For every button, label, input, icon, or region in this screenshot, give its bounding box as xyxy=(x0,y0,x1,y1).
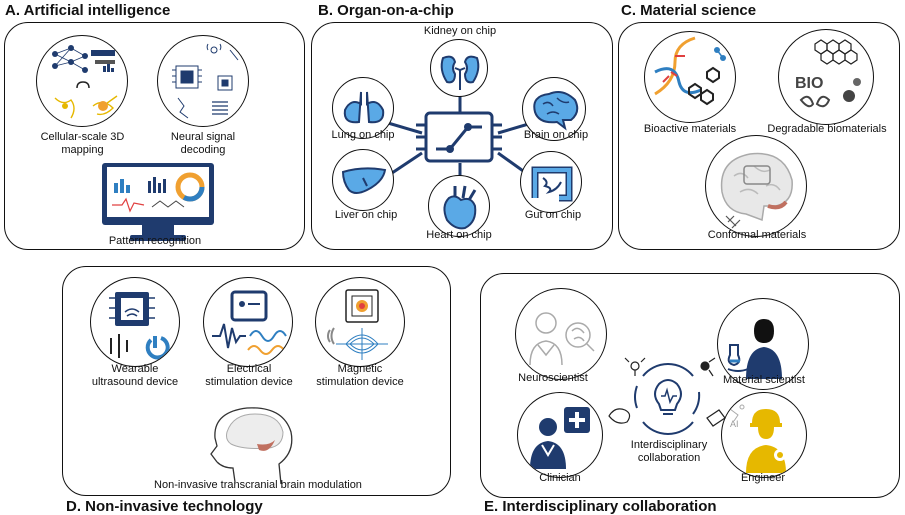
engineer-icon: AI xyxy=(729,404,786,473)
neuroscientist-icon xyxy=(529,312,595,366)
electrical-circle xyxy=(203,277,293,367)
neural-network-icon xyxy=(52,45,118,119)
panel-d-title: D. Non-invasive technology xyxy=(66,498,263,515)
conformal-circle xyxy=(705,135,807,237)
brain-conformal-icon xyxy=(720,152,793,229)
panel-e-title: E. Interdisciplinary collaboration xyxy=(484,498,717,515)
panel-c: Bioactive materials BIO Degradable bioma… xyxy=(618,22,900,250)
cellular-mapping-circle xyxy=(36,35,128,127)
material-scientist-circle xyxy=(717,298,809,390)
panel-c-title: C. Material science xyxy=(621,2,757,19)
clinician-icon xyxy=(530,407,590,469)
panel-b-title: B. Organ-on-a-chip xyxy=(318,2,454,19)
head-brain-icon xyxy=(203,402,313,487)
ultrasound-circle xyxy=(90,277,180,367)
panel-a-title: A. Artificial intelligence xyxy=(5,2,171,19)
transcranial-label: Non-invasive transcranial brain modulati… xyxy=(154,479,362,491)
clinician-label: Clinician xyxy=(539,472,581,484)
heart-label: Heart on chip xyxy=(426,229,492,241)
kidney-icon xyxy=(440,55,480,90)
electrical-stim-icon xyxy=(212,290,287,355)
gut-label: Gut on chip xyxy=(524,209,582,221)
brain-icon xyxy=(533,91,579,131)
pattern-recognition-label: Pattern recognition xyxy=(108,235,202,247)
magnetic-circle xyxy=(315,277,405,367)
heart-icon xyxy=(443,185,477,230)
conformal-label: Conformal materials xyxy=(707,229,807,241)
dna-molecule-icon xyxy=(654,36,726,106)
material-scientist-icon xyxy=(727,319,782,379)
panel-b: Kidney on chip Lung on chip Brain on chi… xyxy=(311,22,613,250)
panel-e: Neuroscientist Material scientist Clinic… xyxy=(480,273,900,498)
magnetic-stim-icon xyxy=(327,289,388,360)
lung-label: Lung on chip xyxy=(331,129,395,141)
lung-circle xyxy=(332,77,394,139)
engineer-circle: AI xyxy=(721,392,807,478)
brain-label: Brain on chip xyxy=(523,129,589,141)
material-scientist-label: Material scientist xyxy=(723,374,805,386)
neuroscientist-circle xyxy=(515,288,607,380)
hexagon-bio-icon: BIO xyxy=(795,39,861,108)
neural-decoding-circle xyxy=(157,35,249,127)
liver-circle xyxy=(332,149,394,211)
neuroscientist-label: Neuroscientist xyxy=(518,372,588,384)
ultrasound-chip-icon xyxy=(109,292,170,360)
bio-text: BIO xyxy=(795,75,823,92)
clinician-circle xyxy=(517,392,603,478)
gut-icon xyxy=(531,166,573,202)
monitor-icon xyxy=(98,161,218,256)
degradable-circle: BIO xyxy=(778,29,874,125)
lung-icon xyxy=(343,91,385,124)
bioactive-circle xyxy=(644,31,736,123)
gut-circle xyxy=(520,151,582,213)
heart-circle xyxy=(428,175,490,237)
liver-label: Liver on chip xyxy=(334,209,398,221)
brain-circle xyxy=(522,77,586,141)
degradable-label: Degradable biomaterials xyxy=(767,123,887,135)
collaboration-icon xyxy=(607,352,729,444)
ai-text: AI xyxy=(730,419,739,429)
bioactive-label: Bioactive materials xyxy=(643,123,737,135)
kidney-circle xyxy=(430,39,488,97)
engineer-label: Engineer xyxy=(740,472,786,484)
microchip-icon xyxy=(416,109,502,165)
chip-sensor-icon xyxy=(172,43,239,119)
kidney-label: Kidney on chip xyxy=(423,25,497,37)
liver-icon xyxy=(341,167,387,194)
